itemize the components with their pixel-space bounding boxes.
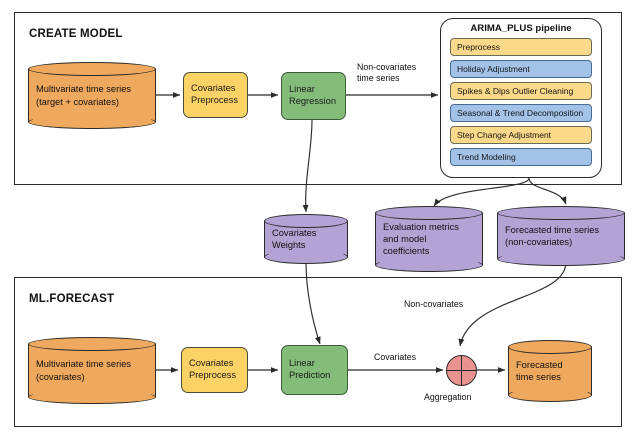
- ml-forecast-title: ML.FORECAST: [29, 293, 115, 305]
- cylinder-body: [28, 344, 156, 397]
- source-store-line1: Multivariate time series: [36, 84, 132, 95]
- forecasted-non-covariates-line1: Forecasted time series: [505, 224, 600, 235]
- source-store-line2: (target + covariates): [36, 96, 119, 107]
- create-model-title: CREATE MODEL: [29, 28, 123, 40]
- cylinder-body: [375, 213, 483, 265]
- evaluation-metrics-line1: Evaluation metrics: [383, 221, 459, 232]
- linear-prediction-line1: Linear: [289, 358, 315, 369]
- pipeline-step-0-label: Preprocess: [457, 42, 500, 52]
- linear-prediction-label: Linear Prediction: [289, 358, 330, 382]
- covariates-preprocess-ml-line2: Preprocess: [189, 370, 237, 380]
- cylinder-bottom: [28, 115, 156, 129]
- forecasted-non-covariates-store: Forecasted time series (non-covariates): [497, 206, 625, 266]
- non-covariates-time-series-edge-label: Non-covariates time series: [357, 62, 417, 84]
- pipeline-step-4-label: Step Change Adjustment: [457, 130, 552, 140]
- covariates-preprocess-line2: Preprocess: [191, 95, 239, 105]
- cylinder-top: [497, 206, 625, 220]
- edge-regression-to-weights: [302, 119, 313, 213]
- covariates-preprocess-ml-label: Covariates Preprocess: [189, 358, 236, 382]
- covariates-preprocess-ml-line1: Covariates: [189, 358, 234, 369]
- cylinder-top: [264, 214, 348, 228]
- pipeline-step-3-label: Seasonal & Trend Decomposition: [457, 108, 584, 118]
- linear-regression-box[interactable]: Linear Regression: [281, 72, 346, 120]
- covariates-edge-label: Covariates: [374, 352, 417, 362]
- forecasted-time-series-output-store: Forecasted time series: [508, 340, 592, 402]
- edge-weights-to-prediction: [305, 261, 321, 345]
- edge-noncov-to-aggregation: [458, 261, 567, 347]
- pipeline-step-5[interactable]: Trend Modeling: [450, 148, 592, 166]
- forecasted-non-covariates-label: Forecasted time series (non-covariates): [505, 206, 620, 266]
- linear-regression-label: Linear Regression: [289, 84, 336, 108]
- evaluation-metrics-line3: coefficients: [383, 246, 430, 257]
- source-store-ml-forecast-line2: (covariates): [36, 371, 85, 382]
- covariates-weights-store: Covariates Weights: [264, 214, 348, 264]
- cylinder-top: [28, 337, 156, 351]
- linear-regression-line2: Regression: [289, 96, 337, 106]
- pipeline-step-3[interactable]: Seasonal & Trend Decomposition: [450, 104, 592, 122]
- source-store-ml-forecast-label: Multivariate time series (covariates): [36, 337, 151, 404]
- linear-prediction-line2: Prediction: [289, 370, 331, 380]
- cylinder-top: [375, 206, 483, 220]
- pipeline-step-1[interactable]: Holiday Adjustment: [450, 60, 592, 78]
- cylinder-bottom: [264, 250, 348, 264]
- cylinder-bottom: [508, 388, 592, 402]
- linear-prediction-box[interactable]: Linear Prediction: [281, 345, 348, 395]
- cylinder-bottom: [497, 252, 625, 266]
- linear-regression-line1: Linear: [289, 84, 315, 95]
- pipeline-step-4[interactable]: Step Change Adjustment: [450, 126, 592, 144]
- pipeline-step-0[interactable]: Preprocess: [450, 38, 592, 56]
- arima-plus-pipeline-title: ARIMA_PLUS pipeline: [470, 23, 572, 34]
- cylinder-top: [508, 340, 592, 354]
- covariates-weights-line2: Weights: [272, 240, 306, 250]
- source-store-ml-forecast: Multivariate time series (covariates): [28, 337, 156, 404]
- covariates-preprocess-label: Covariates Preprocess: [191, 83, 238, 107]
- edge-pipeline-to-metrics: [433, 177, 530, 207]
- covariates-weights-label: Covariates Weights: [272, 214, 343, 264]
- source-store-label: Multivariate time series (target + covar…: [36, 62, 151, 129]
- forecasted-output-line2: time series: [516, 372, 561, 382]
- non-covariates-edge-label: Non-covariates: [404, 299, 464, 309]
- forecasted-output-label: Forecasted time series: [516, 340, 587, 402]
- covariates-preprocess-line1: Covariates: [191, 83, 236, 94]
- covariates-preprocess-ml-forecast[interactable]: Covariates Preprocess: [181, 347, 248, 393]
- edge-pipeline-to-forecast: [528, 177, 567, 205]
- pipeline-step-2-label: Spikes & Dips Outlier Cleaning: [457, 86, 574, 96]
- pipeline-step-2[interactable]: Spikes & Dips Outlier Cleaning: [450, 82, 592, 100]
- aggregation-node[interactable]: [446, 355, 477, 386]
- cylinder-bottom: [28, 390, 156, 404]
- cylinder-bottom: [375, 258, 483, 272]
- pipeline-step-5-label: Trend Modeling: [457, 152, 516, 162]
- cylinder-top: [28, 62, 156, 76]
- source-store-create-model: Multivariate time series (target + covar…: [28, 62, 156, 129]
- forecasted-output-line1: Forecasted: [516, 359, 563, 370]
- aggregation-label: Aggregation: [424, 392, 472, 402]
- cylinder-body: [508, 347, 592, 395]
- pipeline-step-1-label: Holiday Adjustment: [457, 64, 530, 74]
- cylinder-body: [28, 69, 156, 122]
- forecasted-non-covariates-line2: (non-covariates): [505, 237, 573, 247]
- aggregation-cross-vertical: [460, 356, 463, 385]
- evaluation-metrics-store: Evaluation metrics and model coefficient…: [375, 206, 483, 272]
- source-store-ml-forecast-line1: Multivariate time series: [36, 359, 132, 370]
- evaluation-metrics-line2: and model: [383, 233, 427, 244]
- covariates-preprocess-create-model[interactable]: Covariates Preprocess: [183, 72, 248, 118]
- covariates-weights-line1: Covariates: [272, 227, 317, 238]
- evaluation-metrics-label: Evaluation metrics and model coefficient…: [383, 206, 478, 272]
